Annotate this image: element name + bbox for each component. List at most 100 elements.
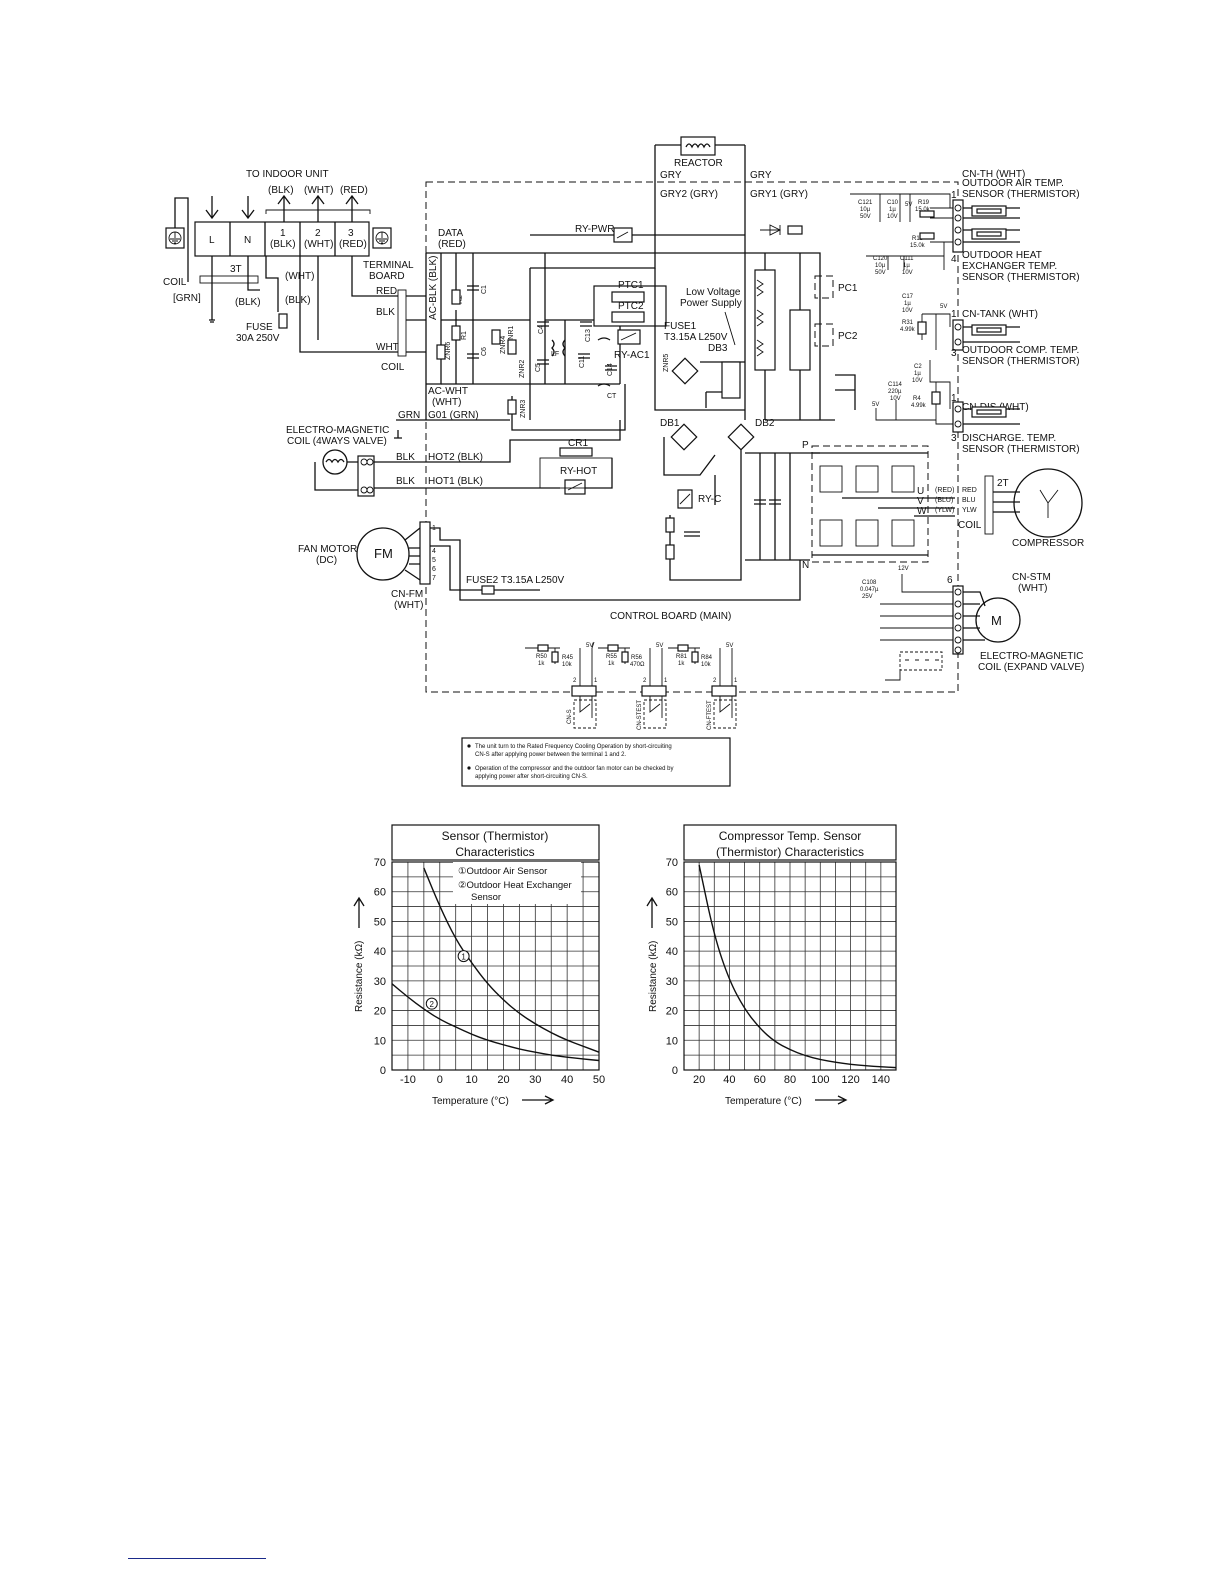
- fuse2-label: FUSE2 T3.15A L250V: [466, 575, 565, 586]
- cn-s-label: CN-S: [567, 709, 573, 724]
- chart2-title-line2: (Thermistor) Characteristics: [716, 845, 864, 859]
- p-label: P: [802, 440, 809, 451]
- ry-c-label: RY-C: [698, 494, 721, 505]
- chart2-ytick: 60: [666, 887, 678, 899]
- chart2-series-1-line: [698, 864, 897, 1069]
- chart2-plot-frame: [683, 861, 897, 1071]
- db3-label: DB3: [708, 343, 728, 354]
- pc1-label: PC1: [838, 283, 858, 294]
- chart2-xtick: 120: [841, 1074, 859, 1086]
- chart1-ytick: 20: [374, 1006, 386, 1018]
- terminal-3: 3(RED): [339, 228, 367, 250]
- chart1-series-2-line: [391, 983, 600, 1062]
- part-znr1: ZNR1: [508, 326, 515, 344]
- pin-1-stest: 1: [664, 678, 668, 684]
- pin-1-th: 1: [951, 190, 957, 201]
- chart2-ytick: 10: [666, 1035, 678, 1047]
- chart1-legend-1: ①Outdoor Air Sensor: [458, 866, 547, 877]
- 5v-dis: 5V: [872, 402, 879, 408]
- fm-pin-5: 5: [432, 557, 436, 564]
- db1-label: DB1: [660, 418, 680, 429]
- terminal-1: 1(BLK): [270, 228, 296, 250]
- pin-3-tank: 3: [951, 348, 957, 359]
- chart1-ytick: 10: [374, 1035, 386, 1047]
- terminal-top-wht: (WHT): [304, 185, 333, 196]
- part-c5: C5: [535, 363, 542, 372]
- notes-box: The unit turn to the Rated Frequency Coo…: [461, 737, 731, 787]
- pin-2-stest: 2: [643, 678, 647, 684]
- blk-hot2-label: BLK: [396, 452, 415, 463]
- inverter-ipm: P N U V W (RED) (BLU) (YLW) RED BLU YLW: [802, 440, 977, 571]
- part-lf: LF: [551, 351, 559, 358]
- chart2-ytick: 40: [666, 946, 678, 958]
- indoor-terminal-block: TO INDOOR UNIT (BLK) (WHT) (RED) L N 1(B…: [165, 169, 392, 282]
- 12v-label: 12V: [898, 566, 909, 572]
- outdoor-air-label: OUTDOOR AIR TEMP.SENSOR (THERMISTOR): [962, 178, 1080, 200]
- fm-label: FM: [374, 546, 393, 561]
- chart1-series-1-line: [423, 867, 600, 1053]
- fuse-rating: 30A 250V: [236, 333, 280, 344]
- sensor-connectors: CN-TH (WHT) OUTDOOR AIR TEMP.SENSOR (THE…: [850, 169, 1080, 455]
- part-znr6: ZNR6: [445, 342, 452, 360]
- terminal-l: L: [209, 235, 215, 246]
- gry1-label: GRY1 (GRY): [750, 189, 808, 200]
- coil-3t-label: 3T: [230, 264, 242, 275]
- cn-stest-label: CN-STEST: [637, 700, 643, 730]
- chart1-xtick: 10: [465, 1074, 477, 1086]
- chart1-ytick: 40: [374, 946, 386, 958]
- phase-red: (RED): [935, 487, 954, 494]
- fm-pin-7: 7: [432, 575, 436, 582]
- pin-2-s: 2: [573, 678, 577, 684]
- fan-motor-label: FAN MOTOR(DC): [298, 544, 357, 566]
- phase-blu: (BLU): [935, 497, 953, 504]
- wire-ylw: YLW: [962, 507, 977, 514]
- chart1-legend-2b: Sensor: [471, 892, 501, 903]
- gry-left-label: GRY: [660, 170, 682, 181]
- svg-text:1: 1: [461, 953, 466, 962]
- chart1-legend-2: ②Outdoor Heat Exchanger: [458, 880, 572, 891]
- to-indoor-label: TO INDOOR UNIT: [246, 169, 329, 180]
- fm-pin-4: 4: [432, 548, 436, 555]
- terminal-n: N: [244, 235, 251, 246]
- chart2-ytick: 30: [666, 976, 678, 988]
- control-board-outline: [425, 181, 959, 693]
- chart2-y-arrow: [646, 896, 658, 928]
- chart-compressor-characteristics: Compressor Temp. Sensor (Thermistor) Cha…: [646, 824, 897, 1107]
- chart2-ytick: 20: [666, 1006, 678, 1018]
- chart1-legend-box: [453, 862, 581, 904]
- rectifier-section: DB1 DB2 RY-C: [660, 418, 820, 581]
- compressor-label: COMPRESSOR: [1012, 538, 1084, 549]
- chart2-x-arrow: [815, 1095, 848, 1105]
- chart2-ytick: 50: [666, 916, 678, 928]
- chart1-title-line2: Characteristics: [455, 845, 534, 859]
- ptc2-label: PTC2: [618, 301, 644, 312]
- m-label: M: [991, 613, 1002, 628]
- chart2-xtick: 40: [723, 1074, 735, 1086]
- chart2-title-line1: Compressor Temp. Sensor: [719, 829, 862, 843]
- pin-2-ftest: 2: [713, 678, 717, 684]
- part-znr3: ZNR3: [520, 400, 527, 418]
- ry-hot-label: RY-HOT: [560, 466, 597, 477]
- terminal-top-blk: (BLK): [268, 185, 294, 196]
- 5v-tank: 5V: [940, 304, 947, 310]
- pin-1-tank: 1: [951, 309, 957, 320]
- grn-wire-label: GRN: [398, 410, 420, 421]
- pc2-label: PC2: [838, 331, 858, 342]
- w-label: W: [917, 506, 927, 517]
- part-c6: C6: [481, 347, 488, 356]
